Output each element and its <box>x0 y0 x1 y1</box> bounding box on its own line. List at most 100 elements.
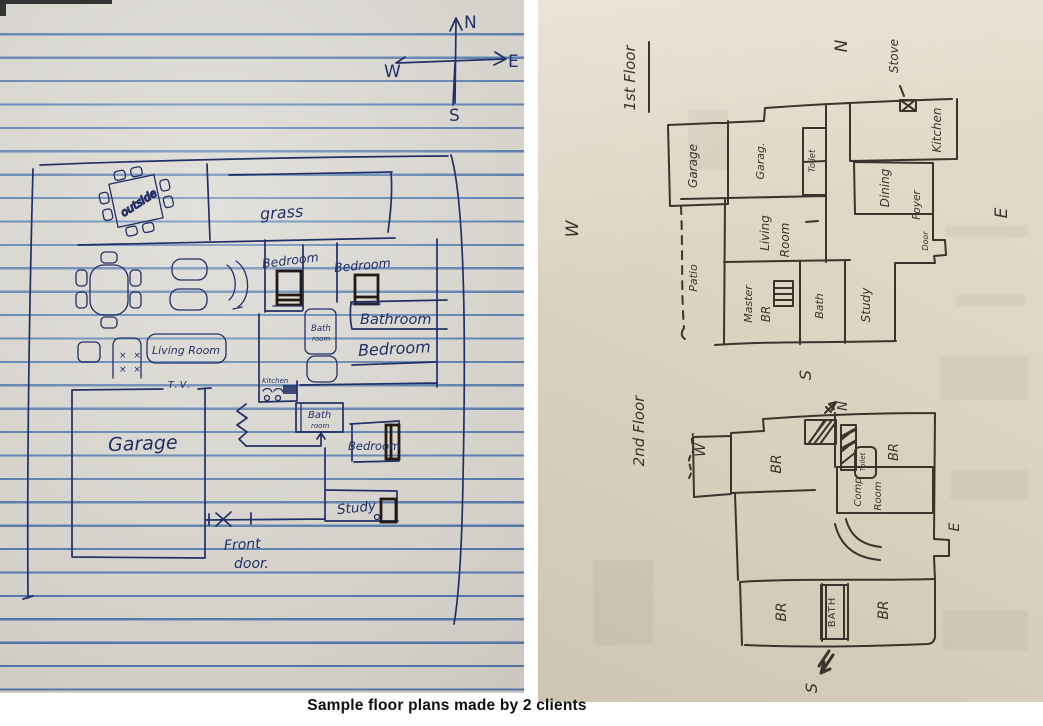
dining-chair <box>100 251 118 264</box>
compass-n: N <box>464 13 477 33</box>
front-door-line2: door. <box>234 556 269 572</box>
outside-label: outside <box>118 186 159 219</box>
kitchen-stove-icon <box>283 385 297 394</box>
patio-table-top <box>108 173 164 229</box>
floor2-br-nw-label: BR <box>769 454 785 473</box>
kitchen-nook: Kitchen <box>262 377 297 402</box>
closet-box <box>306 355 338 383</box>
stove-box <box>899 99 917 112</box>
floor1-toilet-divider <box>802 160 827 163</box>
dining-chair <box>129 269 142 287</box>
floor2-comp-label1: Comp <box>853 477 864 506</box>
floor2-bath-box <box>820 584 849 640</box>
floor1-compass-n: N <box>832 39 852 52</box>
coffee-table <box>171 258 208 281</box>
patio-chair <box>141 221 155 234</box>
patio-chair <box>102 208 114 222</box>
kitchen-burner <box>274 394 282 402</box>
floor1-master-label2: BR <box>759 306 773 323</box>
floor1-kitchen-label: Kitchen <box>930 107 944 152</box>
floor2-compass-s: S <box>802 683 821 693</box>
compass-s: S <box>449 106 460 126</box>
floor1-compass-e: E <box>992 207 1012 218</box>
floor2-br-ne-label: BR <box>887 443 902 461</box>
shelf-unit: × × × × <box>77 337 143 379</box>
floor2-title: 2nd Floor <box>630 395 648 466</box>
showthrough-text <box>943 610 1028 650</box>
study-label: Study <box>336 498 377 518</box>
right-floorplan-photo: 1st Floor N W E S <box>538 0 1043 702</box>
living-room-box <box>146 333 227 364</box>
patio-chair <box>98 191 110 205</box>
floor2-toilet-box <box>854 446 877 479</box>
floor1-living-label1: Living <box>758 215 772 251</box>
bed-b <box>353 273 380 306</box>
right-floorplan-drawing: 1st Floor N W E S <box>563 39 1012 693</box>
bedroom-b-label: Bedroom <box>333 255 391 275</box>
left-floorplan-drawing: N E W S <box>22 13 519 625</box>
photo-edge-sliver <box>0 0 112 4</box>
bath-small-line2: room <box>312 335 330 343</box>
front-door-mark <box>208 511 252 527</box>
floor2-compass-e: E <box>947 522 963 531</box>
floor2-w-squiggle <box>688 433 695 479</box>
floor1-patio-label: Patio <box>687 264 700 292</box>
floor1-title: 1st Floor <box>621 45 639 111</box>
master-bed-icon <box>773 280 794 307</box>
curved-sofa <box>226 260 249 310</box>
showthrough-text <box>956 295 1026 306</box>
kitchen-label: Kitchen <box>262 377 288 385</box>
living-room-label: Living Room <box>152 344 220 357</box>
coffee-table <box>169 288 208 311</box>
bath2: Bath room <box>295 402 344 433</box>
floor2-bath-label: BATH <box>827 597 838 628</box>
showthrough-text <box>593 560 653 645</box>
bath-small-box <box>304 308 337 355</box>
kitchen-burner <box>263 394 271 402</box>
floor1-study-label: Study <box>859 287 873 323</box>
shelf-marks-row1: × × <box>119 351 143 361</box>
stair-strip <box>840 424 857 471</box>
bathroom-box <box>349 299 448 330</box>
floor2-br-sw-label: BR <box>774 602 790 621</box>
first-floor-plan: 1st Floor N W E S <box>563 39 1012 380</box>
dining-chair <box>75 291 88 309</box>
study-desk <box>379 497 398 524</box>
floor2-compass-w: W <box>693 442 709 457</box>
bedroom-d-label: Bedroom <box>348 439 400 453</box>
left-floorplan-photo: N E W S <box>0 0 524 693</box>
photo-edge-sliver-left <box>0 0 6 16</box>
dining-table <box>75 251 142 329</box>
bath2-line1: Bath <box>308 410 331 421</box>
showthrough-text <box>940 355 1028 400</box>
living-door-dash <box>805 220 819 223</box>
stove-icon <box>899 85 917 112</box>
stair-arcs <box>834 518 882 561</box>
kitchen-fixtures <box>262 387 284 393</box>
patio-chair <box>159 178 171 192</box>
front-door-line1: Front <box>224 536 262 554</box>
comp-room-box <box>836 466 934 514</box>
shelf-marks-row2: × × <box>119 365 143 375</box>
living-furniture <box>169 258 249 311</box>
floor2-bath-inner <box>825 584 845 640</box>
second-floor-plan: 2nd Floor W N E S <box>630 395 963 693</box>
study-chair <box>373 513 381 521</box>
shelf-outline <box>112 337 142 379</box>
floor1-compass-s: S <box>796 370 815 380</box>
compass-e: E <box>508 52 519 72</box>
patio-dash-hook <box>680 327 686 340</box>
showthrough-text <box>946 225 1028 237</box>
floor2-s-arrow <box>817 649 835 675</box>
floor2-toilet-label: Toilet <box>859 452 867 471</box>
floor1-compass-w: W <box>563 219 583 237</box>
compass-rose: N E W S <box>384 13 519 126</box>
floor1-dining-label: Dining <box>878 168 892 207</box>
floor2-compass-n: N <box>836 401 851 411</box>
floor2-br-se-label: BR <box>876 600 892 619</box>
patio-table: outside <box>98 166 175 237</box>
patio-chair <box>125 225 139 237</box>
compass-w: W <box>384 62 401 82</box>
stove-scribble <box>899 85 917 112</box>
